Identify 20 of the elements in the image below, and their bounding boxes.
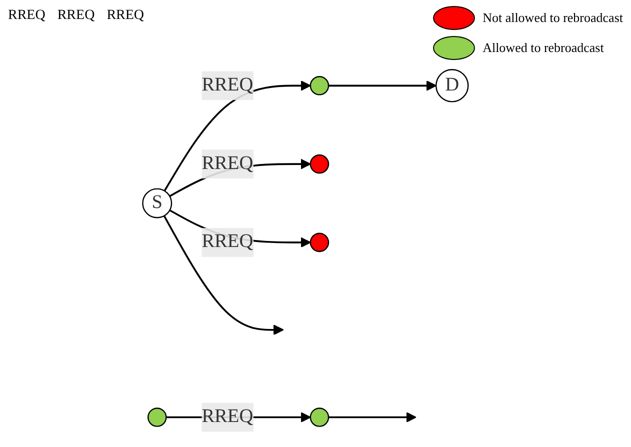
message-label: RREQ — [106, 8, 144, 24]
node-circle — [310, 154, 330, 174]
legend-text: Not allowed to rebroadcast — [482, 10, 623, 26]
arrow — [328, 80, 437, 91]
node-circle — [147, 408, 167, 427]
edge-label: RREQ — [202, 232, 254, 252]
edge-label: RREQ — [202, 74, 254, 96]
message-label: RREQ — [57, 8, 95, 24]
arrow — [164, 80, 311, 192]
node-circle: S — [142, 188, 172, 218]
edge-label: RREQ — [202, 406, 254, 427]
message-label: RREQ — [8, 8, 46, 24]
edge-label: RREQ — [202, 153, 254, 174]
arrow — [163, 215, 284, 336]
node-circle — [310, 76, 330, 96]
node-circle: D — [436, 69, 469, 102]
node-circle — [310, 408, 330, 427]
arrow — [328, 412, 416, 423]
node-circle — [310, 232, 330, 252]
legend-text: Allowed to rebroadcast — [482, 40, 604, 56]
